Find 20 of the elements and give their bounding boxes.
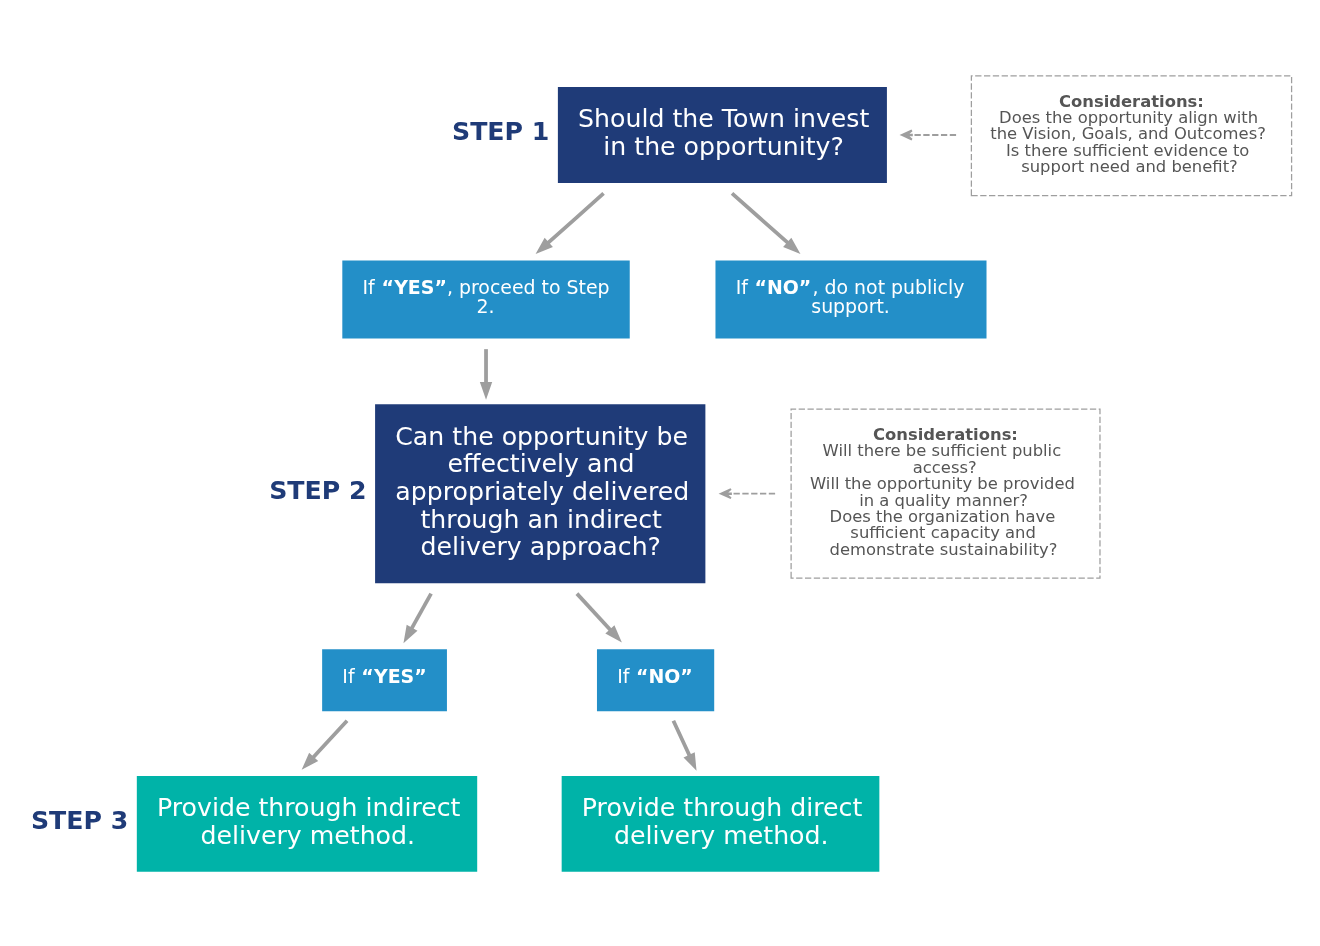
- node-box: If “YES”, proceed to Step 2.: [342, 259, 630, 339]
- node-box: Can the opportunity be effectively and appropriately delivered through an indirect delivery approach?: [375, 403, 706, 583]
- node-label: STEP 1: [451, 116, 550, 146]
- arrow: [403, 592, 433, 643]
- arrow: [900, 129, 958, 140]
- node-box: If “NO”, do not publicly support.: [715, 259, 987, 339]
- node-box: Provide through indirect delivery method.: [136, 775, 478, 872]
- node-label: STEP 2: [269, 475, 367, 505]
- arrow: [730, 191, 801, 254]
- node-box: If “YES”: [322, 648, 447, 711]
- arrow: [575, 591, 622, 642]
- arrow: [671, 719, 697, 771]
- node-box: Provide through direct delivery method.: [561, 775, 880, 872]
- arrow: [719, 487, 777, 499]
- node-label: STEP 3: [30, 805, 129, 835]
- arrow: [535, 191, 605, 254]
- node-box: If “NO”: [596, 648, 715, 711]
- arrow: [479, 348, 493, 400]
- arrow: [301, 719, 349, 770]
- node-box: Should the Town invest in the opportunity?: [557, 86, 887, 183]
